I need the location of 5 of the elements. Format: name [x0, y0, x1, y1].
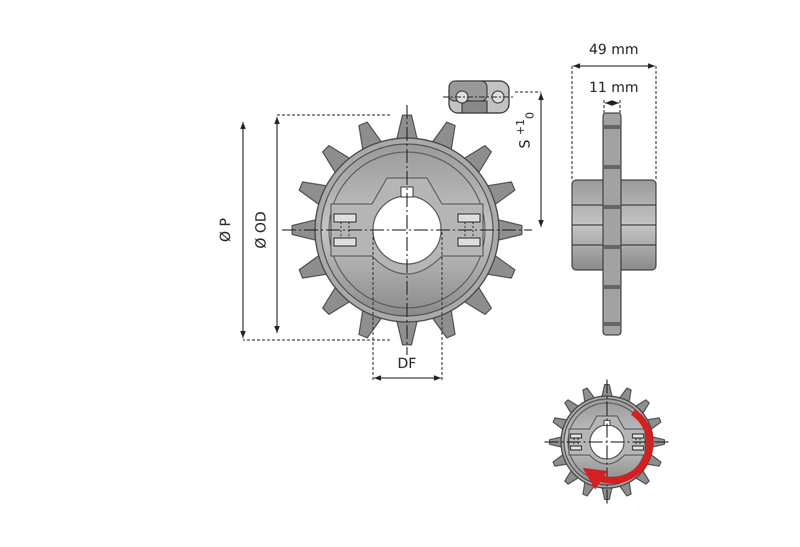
- dimension-label: 49 mm: [589, 43, 639, 57]
- dimension-label: 11 mm: [589, 81, 639, 95]
- dimension-label: Ø P: [218, 218, 233, 242]
- dimension-label: Ø OD: [254, 211, 268, 249]
- dimension-label: DF: [398, 357, 416, 371]
